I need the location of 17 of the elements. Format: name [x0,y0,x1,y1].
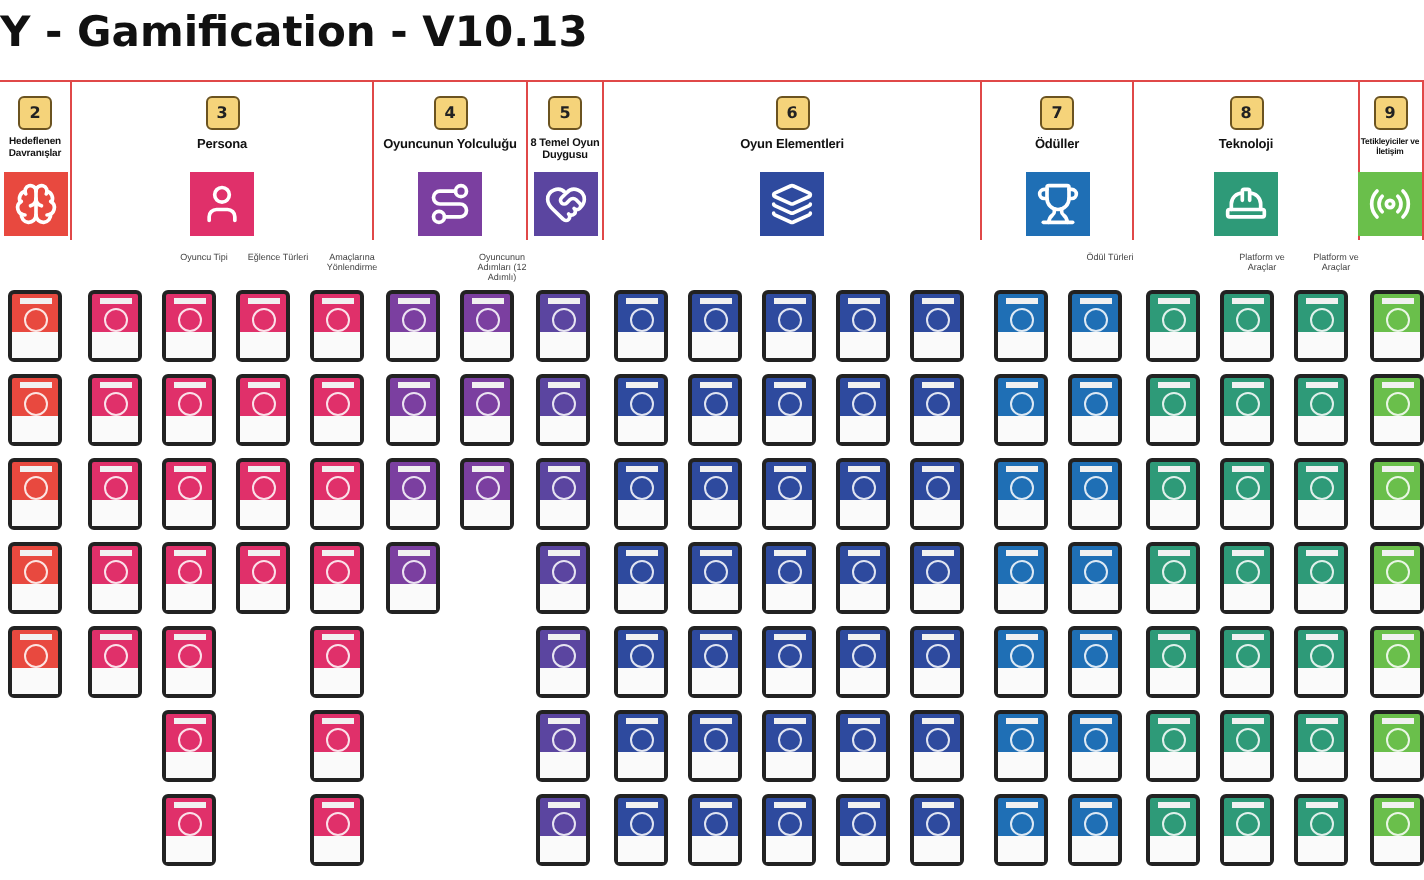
category-column [528,80,604,240]
number-badge: 9 [1373,96,1407,130]
category-column [1358,80,1424,240]
category-column [1134,80,1360,240]
number-badge: 8 [1229,96,1263,130]
number-badge: 3 [205,96,239,130]
number-badge: 7 [1040,96,1074,130]
number-badge: 5 [548,96,582,130]
category-column [604,80,982,240]
category-column [374,80,528,240]
category-column [0,80,72,240]
number-badge: 4 [433,96,467,130]
number-badge: 6 [775,96,809,130]
category-column [982,80,1134,240]
page-title: Y - Gamification - V10.13 [0,8,588,56]
category-column [72,80,374,240]
number-badge: 2 [18,96,52,130]
